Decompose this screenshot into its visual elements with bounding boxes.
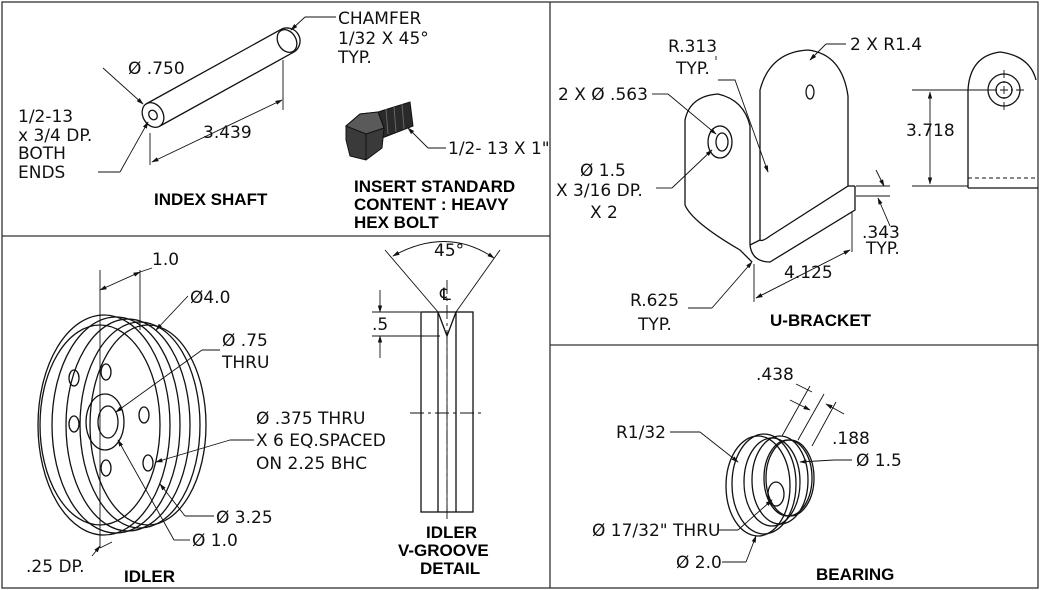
idler-cb-label: Ø 1.0	[192, 531, 238, 551]
bracket-thick-label-2: TYP.	[865, 239, 900, 259]
idler-depth-label: .25 DP.	[26, 557, 85, 577]
bolt-title-3: HEX BOLT	[354, 213, 439, 232]
shaft-tap-label-4: ENDS	[18, 163, 65, 183]
shaft-tap-label-1: 1/2-13	[18, 107, 73, 127]
idler-holes-label-1: Ø .375 THRU	[256, 409, 365, 429]
bearing-w1-label: .438	[756, 365, 794, 385]
shaft-tap-label-3: BOTH	[18, 144, 66, 164]
bracket-holes-label: 2 X Ø .563	[558, 85, 648, 105]
u-bracket-title: U-BRACKET	[770, 311, 872, 330]
vgroove-depth-label: .5	[372, 315, 388, 335]
idler-holes-label-2: X 6 EQ.SPACED	[256, 431, 386, 451]
idler-hub-label: Ø 3.25	[216, 508, 273, 528]
bearing-od1-label: Ø 1.5	[856, 451, 902, 471]
shaft-diameter-label: Ø .750	[128, 59, 185, 79]
vgroove-angle-label: 45°	[434, 241, 464, 261]
bracket-width-label: 4.125	[784, 263, 833, 283]
bearing-bore-label: Ø 17/32" THRU	[592, 521, 720, 541]
vgroove-title-3: DETAIL	[420, 559, 480, 578]
bracket-cb-label-3: X 2	[590, 203, 618, 223]
vgroove-centerline-label: ℄	[439, 285, 451, 305]
bracket-r625-label-1: R.625	[630, 291, 679, 311]
bearing-r-label: R1/32	[616, 423, 666, 443]
idler-od-label: Ø4.0	[190, 288, 230, 308]
bolt-size-label: 1/2- 13 X 1"	[448, 139, 550, 159]
bolt-title-2: CONTENT : HEAVY	[354, 195, 509, 214]
shaft-chamfer-label-2: 1/32 X 45°	[338, 29, 429, 49]
bearing-view	[670, 383, 852, 563]
bracket-thick-label-1: .343	[862, 223, 900, 243]
shaft-chamfer-label-1: CHAMFER	[338, 9, 421, 29]
bracket-height-label: 3.718	[906, 121, 955, 141]
vgroove-title-2: V-GROOVE	[398, 541, 489, 560]
u-bracket-view	[652, 43, 891, 309]
index-shaft-view	[98, 16, 336, 173]
bracket-r313-label-2: TYP.	[675, 59, 710, 79]
hex-bolt-view	[345, 101, 446, 161]
u-bracket-side-view	[912, 51, 1038, 189]
shaft-length-label: 3.439	[203, 123, 252, 143]
idler-bore-label-2: THRU	[221, 353, 269, 373]
idler-holes-label-3: ON 2.25 BHC	[256, 454, 367, 474]
bolt-title-1: INSERT STANDARD	[354, 177, 515, 196]
idler-view	[37, 267, 254, 557]
bearing-od2-label: Ø 2.0	[676, 553, 722, 573]
bearing-w2-label: .188	[832, 429, 870, 449]
shaft-chamfer-label-3: TYP.	[337, 48, 372, 68]
bracket-r14-label: 2 X R1.4	[850, 35, 922, 55]
vgroove-view	[372, 241, 501, 520]
idler-title: IDLER	[124, 567, 175, 586]
index-shaft-title: INDEX SHAFT	[154, 190, 268, 209]
bracket-cb-label-1: Ø 1.5	[580, 161, 626, 181]
bearing-title: BEARING	[816, 565, 894, 584]
vgroove-title-1: IDLER	[426, 523, 477, 542]
bracket-r625-label-2: TYP.	[637, 315, 672, 335]
bracket-cb-label-2: X 3/16 DP.	[556, 181, 643, 201]
idler-width-label: 1.0	[152, 250, 179, 270]
bracket-r313-label-1: R.313	[668, 37, 717, 57]
shaft-tap-label-2: x 3/4 DP.	[18, 126, 92, 146]
idler-bore-label-1: Ø .75	[222, 331, 268, 351]
